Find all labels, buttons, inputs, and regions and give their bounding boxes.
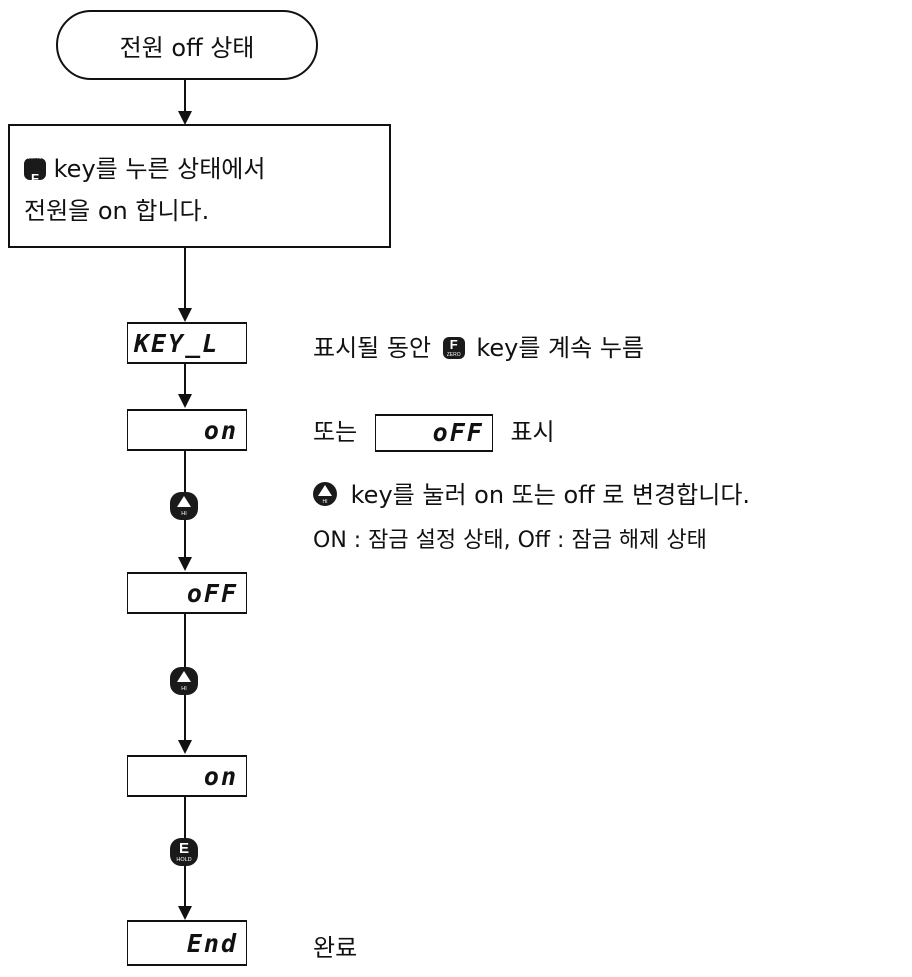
start-terminator: 전원 off 상태 bbox=[56, 10, 318, 80]
connector-line bbox=[184, 695, 186, 741]
arrow-down-icon bbox=[178, 557, 192, 571]
connector-line bbox=[184, 797, 186, 841]
display-end: End bbox=[127, 920, 247, 966]
display-keyl: KEY_L bbox=[127, 322, 247, 364]
arrow-down-icon bbox=[178, 394, 192, 408]
note-end: 완료 bbox=[313, 934, 358, 962]
up-arrow-hi-key-icon: HI bbox=[170, 667, 198, 695]
note-change-text: key를 눌러 on 또는 off 로 변경합니다. bbox=[350, 481, 751, 509]
process-line-2: 전원을 on 합니다. bbox=[24, 197, 210, 225]
inline-display-off: oFF bbox=[374, 414, 493, 452]
connector-line bbox=[184, 364, 186, 397]
arrow-down-icon bbox=[178, 740, 192, 754]
display-text: on bbox=[203, 415, 238, 445]
f-zero-key-icon: F ZERO bbox=[24, 155, 46, 186]
note-on-prefix: 또는 bbox=[313, 418, 358, 446]
note-keyl-suffix: key를 계속 누름 bbox=[476, 334, 644, 362]
display-text: oFF bbox=[186, 578, 238, 608]
note-change: HI key를 눌러 on 또는 off 로 변경합니다. bbox=[313, 475, 750, 510]
up-arrow-hi-key-icon: HI bbox=[170, 492, 198, 520]
process-text-1: key를 누른 상태에서 bbox=[53, 155, 266, 183]
arrow-down-icon bbox=[178, 111, 192, 125]
process-line-1: F ZERO key를 누른 상태에서 bbox=[24, 148, 389, 190]
f-zero-key-icon: F ZERO bbox=[442, 337, 465, 359]
note-keyl-prefix: 표시될 동안 bbox=[313, 334, 432, 362]
connector-line bbox=[184, 248, 186, 310]
note-keyl: 표시될 동안 F ZERO key를 계속 누름 bbox=[313, 328, 644, 363]
up-hi-key-2: HI bbox=[170, 667, 198, 696]
e-hold-key-icon: E HOLD bbox=[170, 838, 198, 866]
connector-line bbox=[184, 80, 186, 112]
up-hi-key-1: HI bbox=[170, 492, 198, 521]
arrow-down-icon bbox=[178, 906, 192, 920]
note-legend: ON : 잠금 설정 상태, Off : 잠금 해제 상태 bbox=[313, 528, 707, 553]
note-on: 또는 oFF 표시 bbox=[313, 412, 555, 452]
connector-line bbox=[184, 520, 186, 560]
start-label: 전원 off 상태 bbox=[119, 33, 255, 62]
connector-line bbox=[184, 866, 186, 908]
display-text: KEY_L bbox=[134, 328, 220, 358]
up-arrow-hi-key-icon: HI bbox=[313, 482, 337, 506]
display-on-2: on bbox=[127, 755, 247, 797]
process-box-power-on: F ZERO key를 누른 상태에서 전원을 on 합니다. bbox=[8, 124, 391, 248]
display-on: on bbox=[127, 409, 247, 451]
connector-line bbox=[184, 451, 186, 495]
display-text: End bbox=[186, 928, 238, 958]
arrow-down-icon bbox=[178, 308, 192, 322]
display-off: oFF bbox=[127, 572, 247, 614]
display-text: on bbox=[203, 761, 238, 791]
inline-display-text: oFF bbox=[432, 418, 484, 447]
e-hold-key: E HOLD bbox=[170, 838, 198, 867]
note-on-suffix: 표시 bbox=[510, 418, 555, 446]
connector-line bbox=[184, 614, 186, 670]
